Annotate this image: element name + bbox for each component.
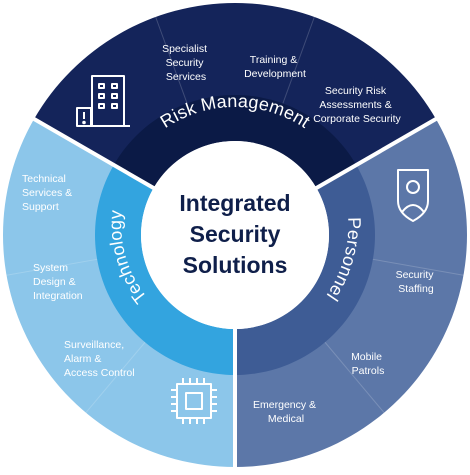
risk-item-security-risk-assessments: Security Risk Assessments & Corporate Se… [313, 85, 401, 125]
personnel-item-mobile-patrols: Mobile Patrols [351, 351, 385, 377]
technology-item-surveillance: Surveillance, Alarm & Access Control [64, 339, 135, 379]
sub-divider-line [155, 16, 188, 104]
center-title-line-1: Integrated [179, 190, 290, 216]
risk-item-training: Training & Development [244, 54, 306, 80]
sub-divider-line [6, 258, 98, 276]
personnel-inner-band [235, 165, 375, 375]
sub-divider-line [282, 16, 315, 104]
sub-divider-line [85, 341, 146, 414]
center-title-line-3: Solutions [183, 252, 288, 278]
sub-divider-line [372, 258, 464, 276]
technology-item-system-design: System Design & Integration [33, 262, 83, 302]
sub-dividers [6, 16, 464, 414]
building-alert-icon [76, 75, 130, 127]
center-title-line-2: Security [190, 221, 281, 247]
technology-inner-band [95, 165, 236, 375]
person-shield-icon [397, 169, 429, 222]
sub-divider-line [324, 341, 385, 414]
personnel-item-emergency-medical: Emergency & Medical [253, 399, 319, 425]
technology-outer-sector [2, 119, 235, 467]
microchip-icon [171, 378, 217, 424]
main-divider-line [29, 115, 157, 191]
technology-item-technical-services: Technical Services & Support [22, 173, 75, 213]
risk-item-specialist-security: Specialist Security Services [162, 43, 210, 83]
risk-inner-band [113, 95, 357, 188]
main-dividers [29, 115, 441, 471]
risk-outer-sector [34, 3, 436, 166]
main-divider-line [313, 115, 441, 191]
personnel-item-security-staffing: Security Staffing [396, 269, 437, 295]
center-circle [141, 141, 329, 329]
